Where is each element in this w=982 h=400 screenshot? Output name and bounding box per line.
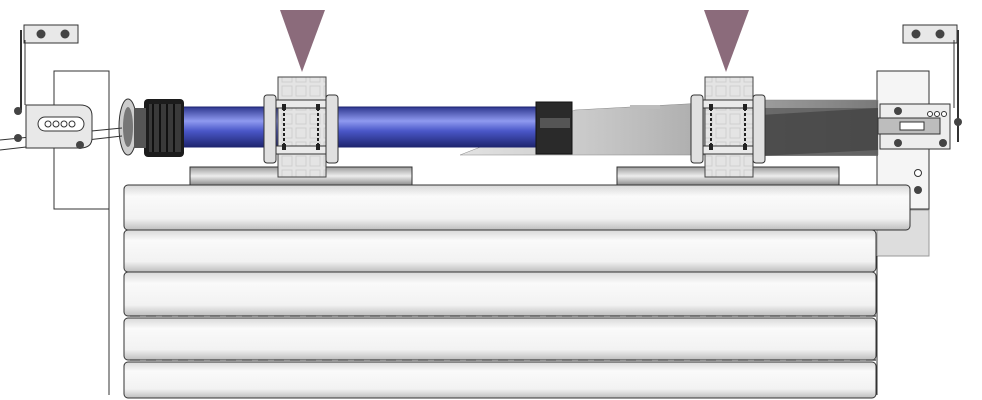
screw-icon bbox=[894, 107, 902, 115]
left-bracket bbox=[14, 24, 93, 149]
support-clip-right bbox=[690, 76, 766, 178]
screw-icon bbox=[939, 139, 947, 147]
screw-icon bbox=[36, 29, 46, 39]
screw-icon bbox=[14, 134, 22, 142]
position-marker-left-icon bbox=[280, 10, 325, 72]
screw-icon bbox=[76, 141, 84, 149]
motor-head bbox=[118, 98, 184, 157]
right-bracket bbox=[877, 24, 962, 150]
screw-icon bbox=[894, 139, 902, 147]
position-marker-right-icon bbox=[704, 10, 749, 72]
screw-icon bbox=[14, 107, 22, 115]
screw-icon bbox=[935, 29, 945, 39]
support-clip-left bbox=[263, 76, 339, 178]
screw-icon bbox=[60, 29, 70, 39]
tubular-motor bbox=[179, 101, 573, 155]
shutter-curtain bbox=[123, 184, 911, 399]
screw-icon bbox=[911, 29, 921, 39]
screw-icon bbox=[954, 118, 962, 126]
